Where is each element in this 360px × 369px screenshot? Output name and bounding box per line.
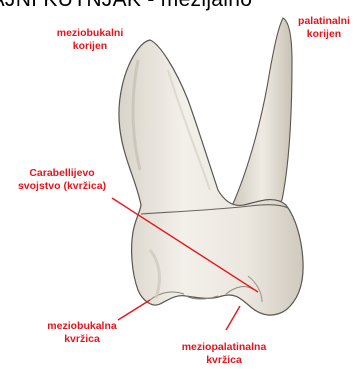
label-mesiobuccal-cusp: meziobukalna kvržica [26,320,138,346]
label-palatal-root: palatinalni korijen [278,15,360,41]
mesiobuccal-cusp-pointer [118,300,150,320]
label-mesiopalatal-cusp: meziopalatinalna kvržica [160,341,288,367]
mesiopalatal-cusp-pointer [226,306,240,330]
label-mesiobuccal-root: meziobukalni korijen [34,27,146,53]
palatal-root-shape [232,18,292,209]
label-carabelli: Carabellijevo svojstvo (kvržica) [0,167,124,193]
